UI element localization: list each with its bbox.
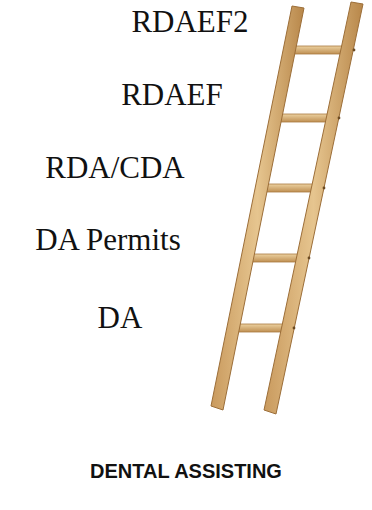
rung-label: RDAEF2	[70, 4, 310, 40]
ladder-rung	[289, 46, 347, 54]
ladder-rung	[247, 254, 303, 262]
rail-bolt	[338, 117, 341, 120]
rail-bolt	[293, 327, 296, 330]
rail-bolt	[353, 49, 356, 52]
diagram-caption: DENTAL ASSISTING	[16, 458, 356, 484]
ladder-rung	[261, 184, 318, 192]
rung-label: DA	[0, 300, 240, 336]
ladder-bolts	[293, 49, 356, 330]
ladder-rung	[233, 324, 288, 332]
ladder-rail	[264, 2, 363, 414]
rung-label: RDA/CDA	[0, 150, 235, 186]
ladder-rung	[275, 114, 333, 122]
rung-label: RDAEF	[52, 77, 292, 113]
rail-bolt	[308, 257, 311, 260]
rail-bolt	[323, 187, 326, 190]
rung-label: DA Permits	[0, 222, 228, 258]
ladder-rails	[211, 2, 363, 414]
